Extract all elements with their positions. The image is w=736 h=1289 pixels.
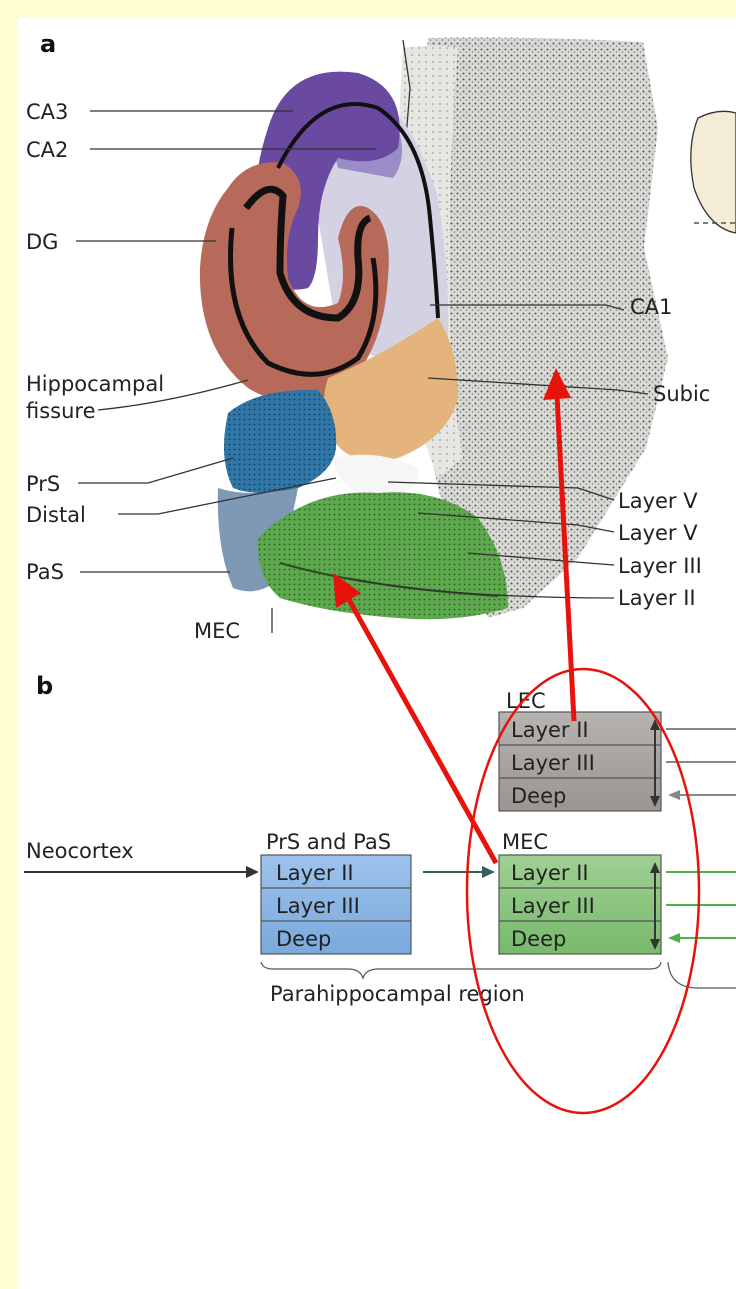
prs-pas-box: Layer II Layer III Deep — [261, 855, 411, 954]
label-layer-v: Layer V — [618, 521, 698, 545]
prs-row-layer-ii: Layer II — [276, 861, 354, 885]
panel-b-letter: b — [36, 672, 53, 700]
label-pas: PaS — [26, 560, 64, 584]
hippocampal-anatomy-figure: a CA3 CA2 DG Hi — [18, 18, 736, 1289]
right-bracket — [668, 962, 736, 988]
label-ca3: CA3 — [26, 100, 68, 124]
annotation-arrow-mec — [348, 598, 496, 863]
label-layer-ii: Layer II — [618, 586, 696, 610]
prs-row-deep: Deep — [276, 927, 331, 951]
label-dg: DG — [26, 230, 58, 254]
anatomy-illustration — [200, 38, 668, 620]
mec-row-deep: Deep — [511, 927, 566, 951]
lec-box: Layer II Layer III Deep — [499, 712, 661, 811]
label-prs: PrS — [26, 472, 60, 496]
lec-row-layer-iii: Layer III — [511, 751, 595, 775]
label-ca2: CA2 — [26, 138, 68, 162]
label-fissure: fissure — [26, 399, 96, 423]
mec-title: MEC — [502, 830, 548, 854]
label-layer-vi: Layer V — [618, 489, 698, 513]
label-distal: Distal — [26, 503, 86, 527]
prs-pas-title: PrS and PaS — [266, 830, 391, 854]
lec-title: LEC — [506, 689, 546, 713]
mec-row-layer-ii: Layer II — [511, 861, 589, 885]
neocortex-label: Neocortex — [26, 839, 134, 863]
label-subiculum: Subic — [653, 382, 710, 406]
presubiculum-region — [224, 390, 336, 493]
leader-prs — [78, 458, 233, 483]
parahippocampal-label: Parahippocampal region — [270, 982, 525, 1006]
label-ca1: CA1 — [630, 295, 672, 319]
figure-panel: a CA3 CA2 DG Hi — [18, 18, 736, 1289]
lec-row-layer-ii: Layer II — [511, 718, 589, 742]
inset-outline — [691, 111, 736, 233]
label-layer-iii: Layer III — [618, 554, 702, 578]
label-hippocampal: Hippocampal — [26, 372, 164, 396]
panel-a-letter: a — [40, 30, 56, 58]
mec-box: Layer II Layer III Deep — [499, 855, 661, 954]
prs-row-layer-iii: Layer III — [276, 894, 360, 918]
distal-zone — [333, 455, 419, 498]
mec-row-layer-iii: Layer III — [511, 894, 595, 918]
label-mec: MEC — [194, 619, 240, 643]
lec-row-deep: Deep — [511, 784, 566, 808]
parahippocampal-bracket — [261, 962, 661, 978]
